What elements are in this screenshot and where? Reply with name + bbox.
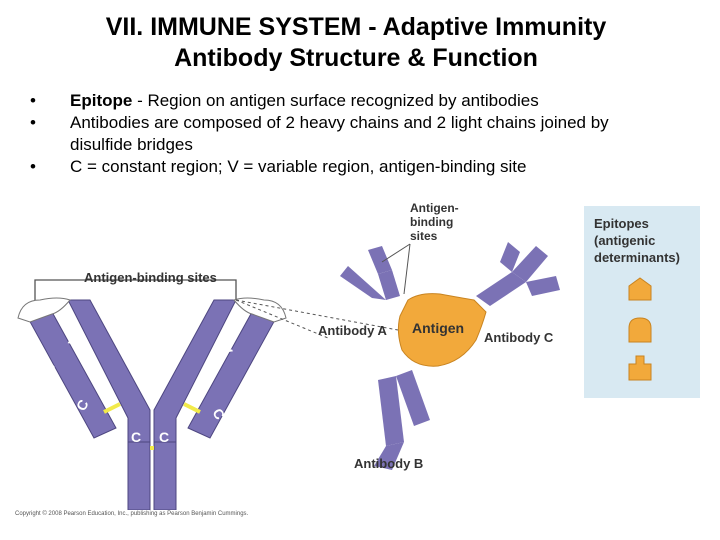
antibody-a-label: Antibody A: [318, 323, 387, 338]
epitope-pentagon-icon: [628, 277, 652, 301]
disulfide-bridge: [183, 402, 201, 414]
bullet-item: • C = constant region; V = variable regi…: [26, 156, 666, 178]
epitope-notched-icon: [628, 355, 652, 381]
antibody-c: [476, 242, 560, 306]
constant-region-label: C: [159, 429, 169, 445]
epitopes-label-line2: (antigenic: [594, 233, 655, 248]
binding-sites-label-line1: Antigen-: [410, 201, 459, 215]
bullet-item: • Antibodies are composed of 2 heavy cha…: [26, 112, 666, 156]
title-line-2: Antibody Structure & Function: [174, 44, 538, 72]
heavy-chain-arm-left: [67, 299, 151, 443]
bullet-text: - Region on antigen surface recognized b…: [132, 91, 539, 110]
antigen-label: Antigen: [412, 320, 464, 336]
binding-sites-pointer: [403, 243, 411, 295]
bullet-marker: •: [30, 113, 36, 132]
heavy-chain-arm-right: [153, 299, 237, 443]
binding-sites-label-line3: sites: [410, 229, 438, 243]
constant-region-label: C: [131, 429, 141, 445]
slide-title: VII. IMMUNE SYSTEM - Adaptive Immunity A…: [0, 12, 712, 74]
antibody-b: [374, 370, 430, 470]
bullet-marker: •: [30, 157, 36, 176]
bullet-text: Antibodies are composed of 2 heavy chain…: [70, 113, 609, 154]
heavy-chain-stem-right: [153, 439, 177, 510]
binding-site-tip-left: [17, 297, 71, 323]
antibody-c-label: Antibody C: [484, 330, 554, 345]
binding-sites-pointer: [381, 243, 411, 263]
disulfide-bridge: [103, 402, 121, 414]
epitopes-label-line1: Epitopes: [594, 216, 649, 231]
zoom-line: [235, 299, 329, 339]
antigen-complex: Antigen Antigen- binding sites Antibody …: [318, 201, 560, 471]
antibody-large: Antigen-binding sites V V V V C C C C: [17, 270, 287, 510]
antigen-shape: [397, 293, 487, 367]
binding-sites-label: Antigen-binding sites: [84, 270, 217, 285]
bullet-text: C = constant region; V = variable region…: [70, 157, 527, 176]
epitopes-label-line3: determinants): [594, 250, 680, 265]
bullet-item: • Epitope - Region on antigen surface re…: [26, 90, 666, 112]
antibody-b-label: Antibody B: [354, 456, 423, 471]
heavy-chain-stem-left: [127, 439, 151, 510]
antibody-diagram: Antigen-binding sites V V V V C C C C: [17, 201, 700, 510]
binding-sites-bracket: [34, 279, 237, 312]
antibody-a: [340, 246, 400, 300]
epitopes-panel: Epitopes (antigenic determinants): [584, 206, 700, 398]
epitope-rounded-icon: [628, 317, 652, 343]
binding-sites-label-line2: binding: [410, 215, 453, 229]
bullet-list: • Epitope - Region on antigen surface re…: [26, 90, 666, 178]
bullet-term: Epitope: [70, 91, 133, 110]
title-line-1: VII. IMMUNE SYSTEM - Adaptive Immunity: [105, 13, 607, 41]
copyright-notice: Copyright © 2008 Pearson Education, Inc.…: [15, 511, 249, 517]
bullet-marker: •: [30, 91, 36, 110]
